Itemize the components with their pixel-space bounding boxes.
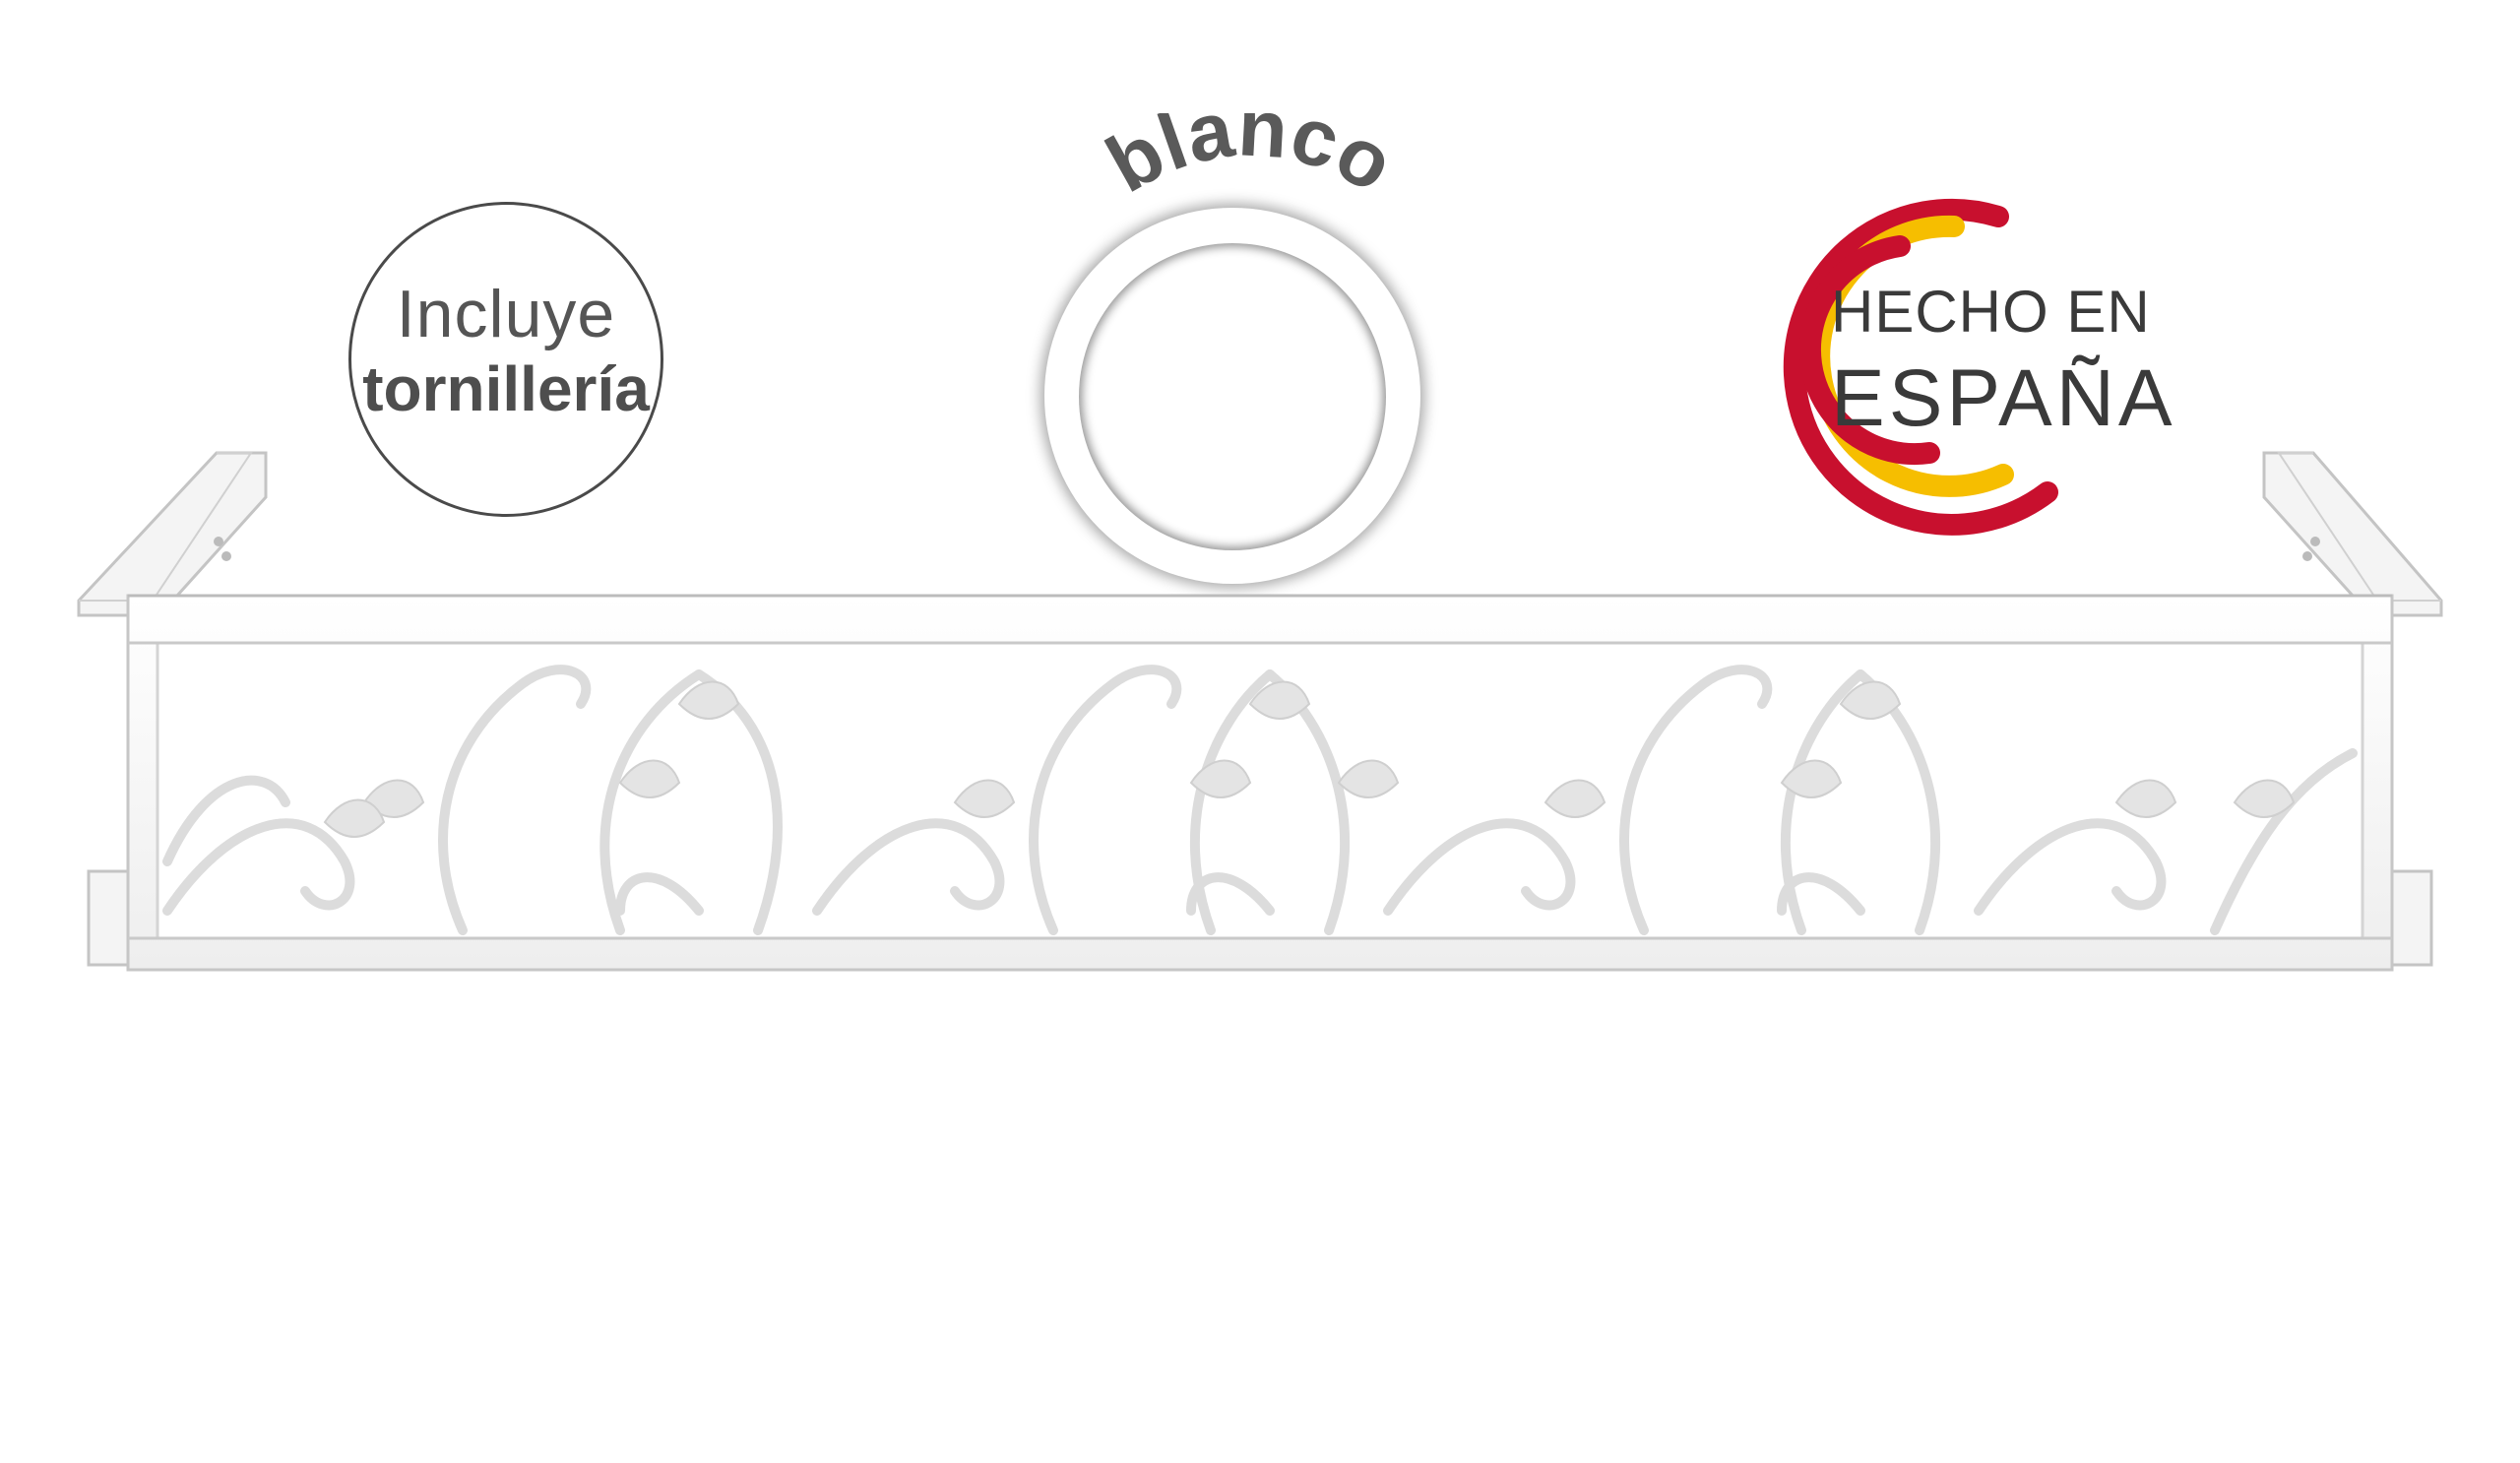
made-in-text: HECHO EN <box>1831 279 2151 345</box>
made-in-spain-badge: HECHO EN ESPAÑA <box>1703 187 2173 541</box>
color-label-arc: blanco <box>1093 113 1408 210</box>
spain-text: ESPAÑA <box>1831 353 2176 443</box>
svg-text:blanco: blanco <box>1093 113 1408 210</box>
badge-screws-text: tornillería <box>362 353 650 424</box>
planter-rail-illustration <box>77 451 2443 972</box>
ornamental-planter-rail-icon <box>69 448 2451 999</box>
swatch-white-fill <box>1079 243 1386 550</box>
spain-flag-arcs-icon <box>1783 198 2058 536</box>
color-swatch: blanco <box>1024 113 1477 584</box>
color-label: blanco <box>1093 113 1408 210</box>
badge-includes-text: Incluye <box>396 277 616 351</box>
screws-included-badge: Incluye tornillería <box>348 202 663 517</box>
